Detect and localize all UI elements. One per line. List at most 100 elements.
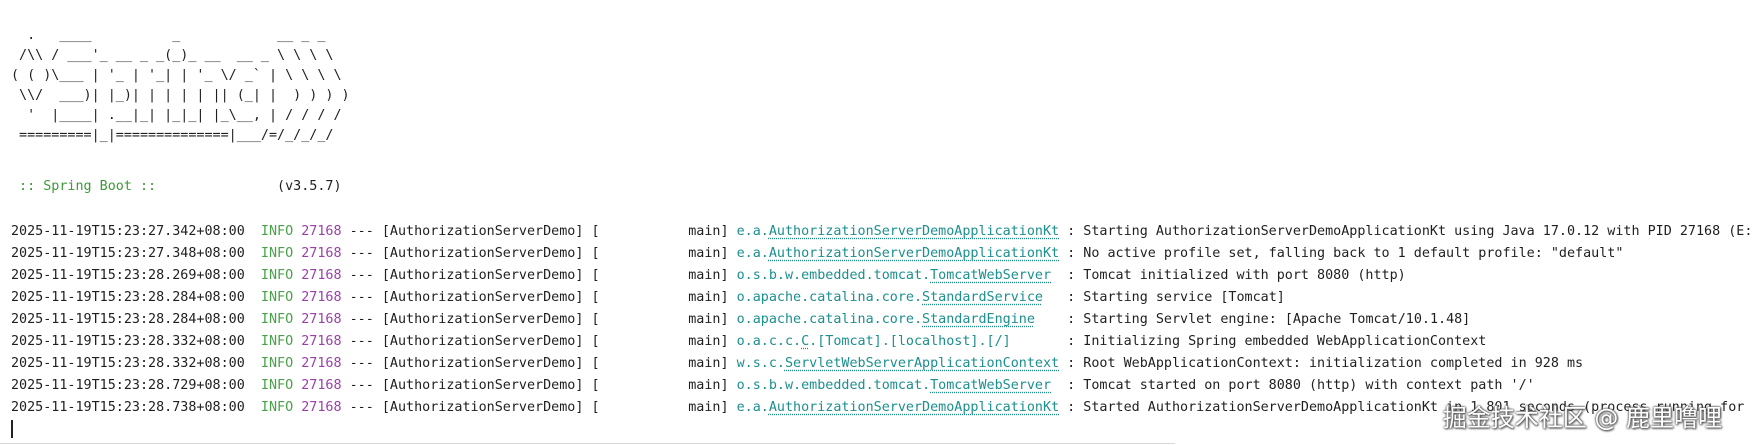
spring-boot-version-line: :: Spring Boot :: (v3.5.7) <box>11 177 342 197</box>
log-line: 2025-11-19T15:23:28.284+08:00 INFO 27168… <box>11 288 1285 308</box>
log-pid: 27168 <box>301 268 342 283</box>
log-line: 2025-11-19T15:23:27.348+08:00 INFO 27168… <box>11 244 1623 264</box>
log-logger-package: e.a. <box>736 224 769 239</box>
log-message: : Tomcat initialized with port 8080 (htt… <box>1067 268 1406 283</box>
log-app-name: [AuthorizationServerDemo] <box>381 334 584 349</box>
log-logger: w.s.c.ServletWebServerApplicationContext <box>737 356 1059 371</box>
log-logger-class-link[interactable]: AuthorizationServerDemoApplicationKt <box>768 224 1060 239</box>
log-message: : No active profile set, falling back to… <box>1067 246 1624 261</box>
banner-line: . ____ _ __ _ _ <box>11 28 326 43</box>
log-level: INFO <box>260 312 294 327</box>
log-app-name: [AuthorizationServerDemo] <box>381 378 584 393</box>
log-padding <box>1059 246 1067 261</box>
log-message: : Tomcat started on port 8080 (http) wit… <box>1067 378 1535 393</box>
log-logger: o.apache.catalina.core.StandardService <box>737 290 1043 305</box>
log-app-name: [AuthorizationServerDemo] <box>381 246 584 261</box>
log-logger: o.apache.catalina.core.StandardEngine <box>737 312 1035 327</box>
log-separator: --- <box>341 312 382 327</box>
log-timestamp: 2025-11-19T15:23:28.332+08:00 <box>11 334 245 349</box>
log-pid: 27168 <box>301 312 342 327</box>
log-logger-tail: .[Tomcat].[localhost].[/] <box>809 334 1011 349</box>
log-timestamp: 2025-11-19T15:23:27.348+08:00 <box>11 246 245 261</box>
log-thread: [ main] <box>583 246 737 261</box>
log-level: INFO <box>260 268 294 283</box>
log-timestamp: 2025-11-19T15:23:28.729+08:00 <box>11 378 245 393</box>
log-thread: [ main] <box>583 312 737 327</box>
log-level: INFO <box>260 356 294 371</box>
log-logger-package: e.a. <box>736 246 769 261</box>
log-padding <box>1059 356 1067 371</box>
log-padding <box>1011 334 1067 349</box>
log-timestamp: 2025-11-19T15:23:28.332+08:00 <box>11 356 245 371</box>
log-logger-package: o.s.b.w.embedded.tomcat. <box>736 268 931 283</box>
log-line: 2025-11-19T15:23:28.729+08:00 INFO 27168… <box>11 376 1535 396</box>
log-line: 2025-11-19T15:23:28.269+08:00 INFO 27168… <box>11 266 1406 286</box>
log-timestamp: 2025-11-19T15:23:28.284+08:00 <box>11 290 245 305</box>
log-level: INFO <box>260 246 294 261</box>
log-logger: o.s.b.w.embedded.tomcat.TomcatWebServer <box>737 268 1051 283</box>
log-app-name: [AuthorizationServerDemo] <box>381 400 584 415</box>
log-logger-class-link[interactable]: TomcatWebServer <box>930 378 1052 393</box>
spring-boot-label: :: Spring Boot :: <box>11 179 165 194</box>
log-padding <box>1059 400 1067 415</box>
log-app-name: [AuthorizationServerDemo] <box>381 224 584 239</box>
log-padding <box>1059 224 1067 239</box>
log-padding <box>1051 268 1067 283</box>
log-logger-class-link[interactable]: ServletWebServerApplicationContext <box>784 356 1060 371</box>
log-pid: 27168 <box>301 378 342 393</box>
log-line: 2025-11-19T15:23:28.332+08:00 INFO 27168… <box>11 332 1486 352</box>
log-pid: 27168 <box>301 246 342 261</box>
banner-line: ( ( )\___ | '_ | '_| | '_ \/ _` | \ \ \ … <box>11 68 342 83</box>
log-logger-class-link[interactable]: TomcatWebServer <box>930 268 1052 283</box>
log-logger-class-link[interactable]: StandardService <box>922 290 1043 305</box>
log-pid: 27168 <box>301 290 342 305</box>
log-level: INFO <box>260 290 294 305</box>
log-timestamp: 2025-11-19T15:23:28.269+08:00 <box>11 268 245 283</box>
log-timestamp: 2025-11-19T15:23:28.738+08:00 <box>11 400 245 415</box>
log-thread: [ main] <box>583 290 737 305</box>
log-line: 2025-11-19T15:23:28.332+08:00 INFO 27168… <box>11 354 1583 374</box>
log-logger-class-link[interactable]: AuthorizationServerDemoApplicationKt <box>768 246 1060 261</box>
log-level: INFO <box>260 334 294 349</box>
log-app-name: [AuthorizationServerDemo] <box>381 356 584 371</box>
log-timestamp: 2025-11-19T15:23:28.284+08:00 <box>11 312 245 327</box>
log-logger: o.s.b.w.embedded.tomcat.TomcatWebServer <box>737 378 1051 393</box>
log-separator: --- <box>341 268 382 283</box>
log-pid: 27168 <box>301 356 342 371</box>
log-line: 2025-11-19T15:23:28.738+08:00 INFO 27168… <box>11 398 1744 418</box>
log-separator: --- <box>341 400 382 415</box>
log-logger-package: w.s.c. <box>736 356 785 371</box>
log-separator: --- <box>341 246 382 261</box>
banner-line: ' |____| .__|_| |_|_| |_\__, | / / / / <box>11 108 342 123</box>
watermark: 掘金技术社区 @ 鹿里噜哩 <box>1442 404 1722 432</box>
log-thread: [ main] <box>583 268 737 283</box>
log-message: : Root WebApplicationContext: initializa… <box>1067 356 1584 371</box>
log-logger-class-link[interactable]: StandardEngine <box>922 312 1035 327</box>
log-pid: 27168 <box>301 400 342 415</box>
banner-line: =========|_|==============|___/=/_/_/_/ <box>11 128 334 143</box>
log-thread: [ main] <box>583 334 737 349</box>
log-separator: --- <box>341 334 382 349</box>
log-logger: e.a.AuthorizationServerDemoApplicationKt <box>737 400 1059 415</box>
log-line: 2025-11-19T15:23:27.342+08:00 INFO 27168… <box>11 222 1752 242</box>
log-thread: [ main] <box>583 224 737 239</box>
divider <box>0 443 1175 444</box>
log-logger-package: e.a. <box>736 400 769 415</box>
log-level: INFO <box>260 400 294 415</box>
log-logger: e.a.AuthorizationServerDemoApplicationKt <box>737 246 1059 261</box>
log-logger-package: o.apache.catalina.core. <box>736 312 923 327</box>
log-logger-class-link[interactable]: C <box>801 334 810 349</box>
log-logger: o.a.c.c.C.[Tomcat].[localhost].[/] <box>737 334 1011 349</box>
log-pid: 27168 <box>301 334 342 349</box>
log-thread: [ main] <box>583 378 737 393</box>
banner-line: \\/ ___)| |_)| | | | | || (_| | ) ) ) ) <box>11 88 350 103</box>
log-logger-package: o.s.b.w.embedded.tomcat. <box>736 378 931 393</box>
log-app-name: [AuthorizationServerDemo] <box>381 268 584 283</box>
log-logger-class-link[interactable]: AuthorizationServerDemoApplicationKt <box>768 400 1060 415</box>
log-app-name: [AuthorizationServerDemo] <box>381 312 584 327</box>
log-padding <box>1051 378 1067 393</box>
log-padding <box>1043 290 1067 305</box>
log-level: INFO <box>260 378 294 393</box>
log-message: : Initializing Spring embedded WebApplic… <box>1067 334 1487 349</box>
